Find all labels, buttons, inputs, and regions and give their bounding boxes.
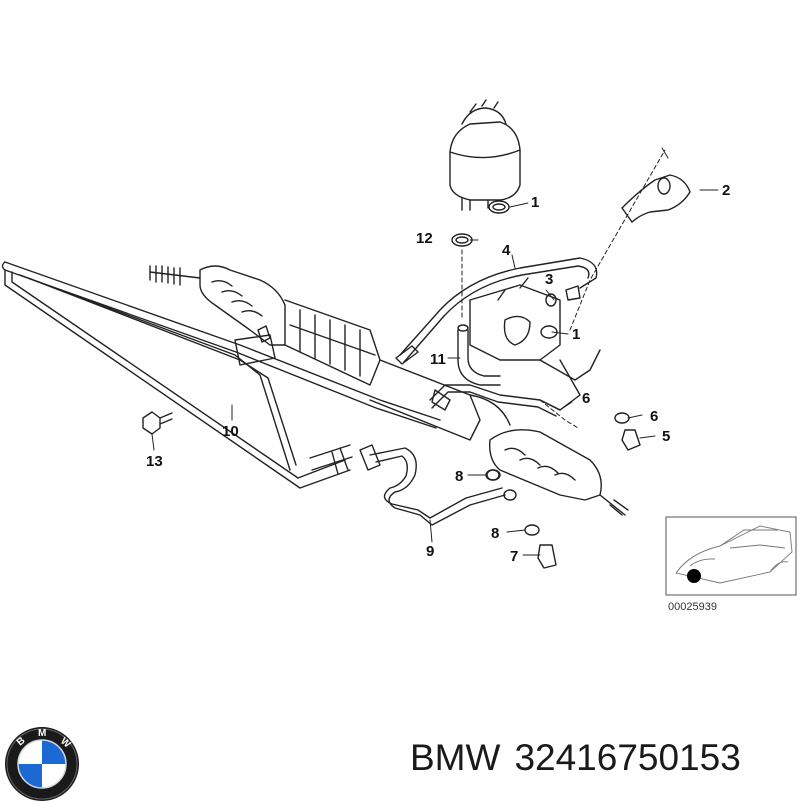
- power-steering-parts-diagram: 1 2 12 4 3 1 11 6 6 5 10 13 8 8 9 7 0002…: [1, 99, 797, 613]
- clamp-12-drawing: [451, 233, 473, 247]
- brand-name: BMW: [410, 737, 501, 778]
- callout-label: 10: [222, 423, 239, 440]
- callout-label: 13: [146, 453, 163, 470]
- callout-label: 9: [426, 543, 434, 560]
- callout-label: 5: [662, 428, 670, 445]
- return-hose-11-drawing: [457, 324, 501, 386]
- callout-label: 2: [722, 182, 730, 199]
- bmw-logo: B M W: [5, 727, 79, 801]
- location-marker: [687, 569, 701, 583]
- callout-label: 12: [416, 230, 433, 247]
- callout-label: 1: [572, 326, 580, 343]
- cooling-loop-10-drawing: [1, 261, 441, 489]
- steering-rack-drawing: [149, 265, 629, 516]
- svg-text:M: M: [38, 728, 46, 739]
- clamp-drawing: [488, 200, 510, 214]
- inset-car-locator: 00025939: [665, 516, 797, 613]
- callout-label: 3: [545, 271, 553, 288]
- callout-label: 11: [430, 351, 446, 368]
- part-number: 32416750153: [514, 737, 741, 778]
- callout-label: 8: [455, 468, 463, 485]
- callout-label: 7: [510, 548, 518, 565]
- bolt-13-drawing: [142, 411, 173, 435]
- callout-label: 6: [582, 390, 590, 407]
- inset-code: 00025939: [668, 601, 717, 613]
- callout-label: 4: [502, 242, 511, 259]
- reservoir-drawing: [449, 99, 521, 211]
- hose-2-drawing: [621, 174, 691, 223]
- callout-label: 6: [650, 408, 658, 425]
- line-9-drawing: [359, 444, 517, 526]
- callout-label: 1: [531, 194, 539, 211]
- part-caption: BMW 32416750153: [410, 737, 755, 779]
- pressure-hose-4-drawing: [395, 257, 598, 365]
- callout-label: 8: [491, 525, 499, 542]
